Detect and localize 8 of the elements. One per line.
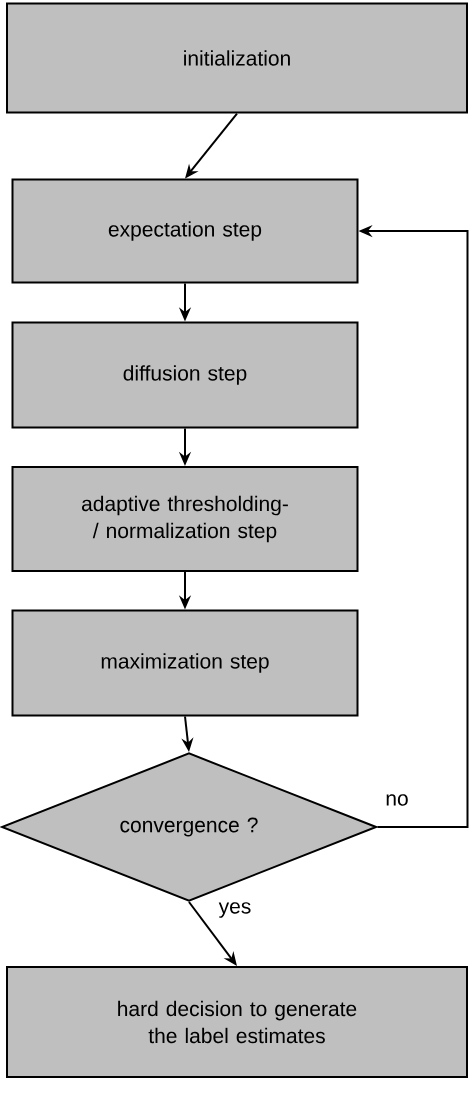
process-box: initialization (6, 2, 468, 114)
process-box: expectation step (11, 178, 359, 284)
process-box: hard decision to generate the label estimates (6, 966, 468, 1078)
edge-label: yes (216, 900, 254, 920)
edge-label: no (383, 792, 411, 808)
process-box: adaptive thresholding-/ normalization step (11, 466, 359, 572)
process-box: maximization step (11, 609, 359, 717)
process-box: diffusion step (11, 321, 359, 429)
